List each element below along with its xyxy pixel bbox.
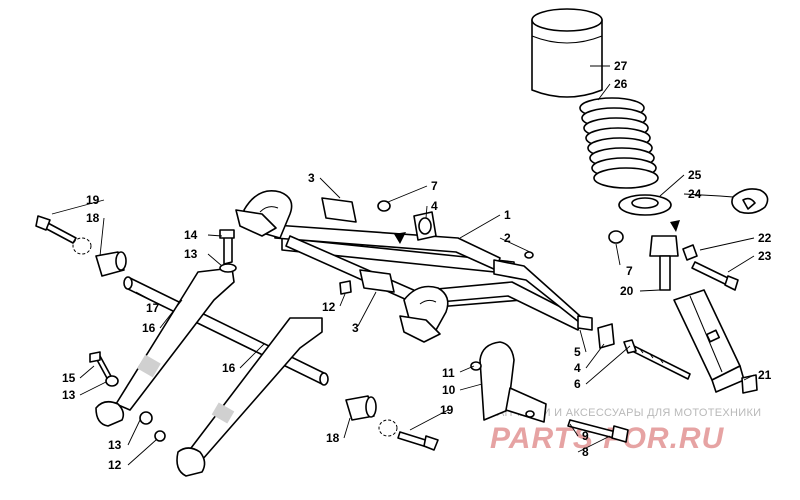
bumper-icon	[531, 8, 603, 98]
callouts: 27 26 25 24 22 23 20 21 7 1 2 7 4 3 3 12…	[62, 59, 772, 472]
callout-12-lower: 12	[108, 458, 122, 472]
callout-11: 11	[442, 366, 455, 380]
callout-20: 20	[620, 284, 634, 298]
callout-13-lower: 13	[108, 438, 122, 452]
callout-16-left: 16	[142, 321, 156, 335]
arrow-icon	[394, 232, 406, 244]
callout-6: 6	[574, 377, 581, 391]
watermark-tagline: ЗАПЧАСТИ И АКСЕССУАРЫ ДЛЯ МОТОТЕХНИКИ	[490, 407, 761, 419]
callout-21: 21	[758, 368, 772, 382]
scissor-arm-icon	[95, 267, 323, 477]
callout-13-middle: 13	[62, 388, 76, 402]
callout-19-right: 19	[440, 403, 454, 417]
callout-7-right: 7	[626, 264, 633, 278]
bolt-icon	[691, 261, 739, 291]
callout-25: 25	[688, 168, 702, 182]
callout-8: 8	[582, 445, 589, 459]
callout-16-right: 16	[222, 361, 236, 375]
retainer-clip-icon	[731, 188, 769, 214]
callout-24: 24	[688, 187, 702, 201]
callout-18-right: 18	[326, 431, 340, 445]
callout-17: 17	[146, 301, 160, 315]
callout-7-left: 7	[431, 179, 438, 193]
callout-15: 15	[62, 371, 76, 385]
callout-4-lower: 4	[574, 361, 581, 375]
callout-14: 14	[184, 228, 198, 242]
callout-22: 22	[758, 231, 772, 245]
callout-12-upper: 12	[322, 300, 336, 314]
a-arm-icon	[235, 190, 593, 343]
shock-absorber-icon	[649, 235, 745, 393]
bracket-icon	[470, 341, 547, 423]
callout-3-lower: 3	[352, 321, 359, 335]
bushing-set-icon	[339, 200, 615, 349]
callout-18-left: 18	[86, 211, 100, 225]
bolt-icon	[567, 419, 629, 443]
callout-26: 26	[614, 77, 628, 91]
callout-2: 2	[504, 231, 511, 245]
callout-13-upper: 13	[184, 247, 198, 261]
callout-27: 27	[614, 59, 628, 73]
spring-seat-icon	[618, 194, 672, 216]
callout-4-upper: 4	[431, 199, 438, 213]
leader-lines	[51, 65, 755, 466]
watermark-brand: PARTS FOR.RU	[490, 422, 725, 455]
spacer-icon	[95, 251, 377, 421]
hardware-icon	[89, 229, 237, 442]
bolt-icon	[35, 215, 439, 451]
callout-23: 23	[758, 249, 772, 263]
long-bolt-icon	[623, 339, 691, 380]
dashed-bushing-icon	[72, 237, 92, 255]
spring-icon	[579, 97, 659, 189]
callout-3-upper: 3	[308, 171, 315, 185]
callout-1: 1	[504, 208, 511, 222]
callout-10: 10	[442, 383, 456, 397]
arrow-icon	[670, 220, 680, 232]
callout-9: 9	[582, 429, 589, 443]
callout-19-left: 19	[86, 193, 100, 207]
dashed-bushing-icon	[378, 419, 398, 437]
callout-5: 5	[574, 345, 581, 359]
